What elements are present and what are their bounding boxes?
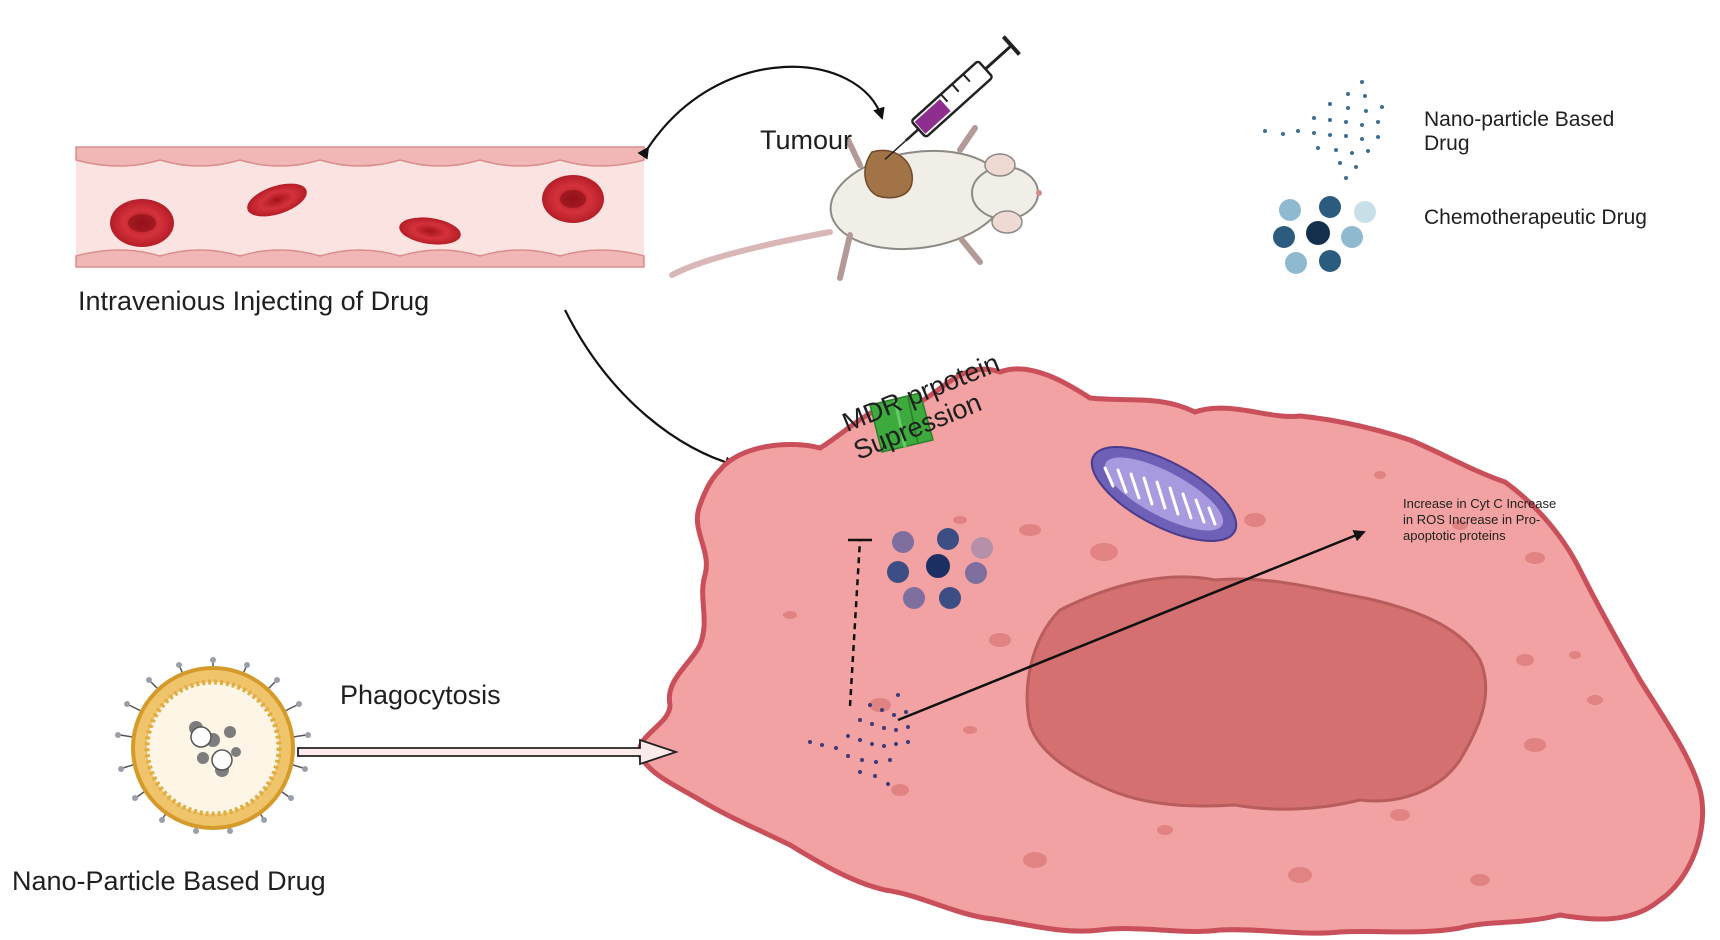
tumour-icon	[864, 149, 913, 199]
tumour-label: Tumour	[760, 125, 853, 155]
chemo-drug-cluster	[887, 528, 993, 609]
syringe-icon	[884, 35, 1021, 160]
nanoparticle-legend-icon	[1263, 80, 1384, 180]
phagocytosis-arrow	[297, 738, 679, 766]
vessel-label: Intravenious Injecting of Drug	[78, 286, 430, 316]
red-blood-cell-icon	[247, 183, 307, 217]
vessel-tumour-arrow	[637, 65, 885, 160]
inhibition-dashed-line	[848, 539, 862, 707]
red-blood-cell-icon	[110, 199, 174, 247]
vessel-wall-bottom	[75, 249, 645, 268]
red-blood-cell-icon	[542, 175, 604, 223]
nanoparticle-label: Nano-Particle Based Drug	[12, 866, 326, 896]
cancer-cell	[637, 366, 1706, 936]
nucleus	[1025, 575, 1488, 811]
vessel-to-cell-arrow	[564, 309, 737, 469]
vessel-wall-top	[75, 146, 645, 167]
phagocytosis-label: Phagocytosis	[340, 680, 501, 710]
nanoparticle-legend-label: Nano-particle Based Drug	[1424, 108, 1615, 155]
blood-vessel	[75, 146, 645, 268]
nanoparticle-icon	[115, 657, 311, 834]
chemo-legend-icon	[1273, 196, 1376, 274]
mouse-icon	[669, 125, 1042, 281]
vesicle-dots	[783, 471, 1603, 886]
mdr-protein-icon	[869, 392, 934, 453]
red-blood-cell-icon	[399, 217, 461, 245]
mitochondrion-icon	[1090, 446, 1238, 542]
chemo-legend-label: Chemotherapeutic Drug	[1424, 206, 1647, 229]
effects-label: Increase in Cyt C Increase in ROS Increa…	[1403, 496, 1557, 543]
nanoparticle-dots-in-cell	[808, 693, 910, 786]
effects-arrow	[897, 530, 1366, 722]
